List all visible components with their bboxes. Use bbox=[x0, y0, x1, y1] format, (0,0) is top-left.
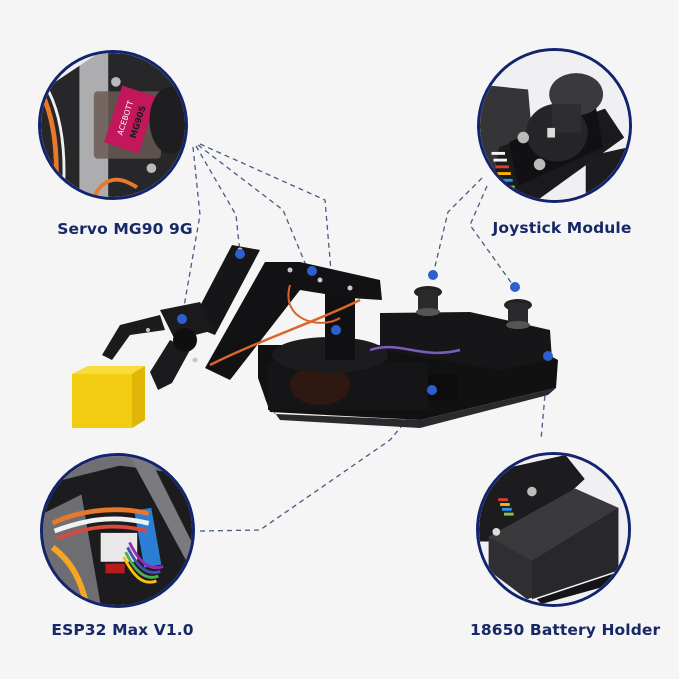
servo-marker-dot bbox=[177, 314, 187, 324]
joystick-callout-image bbox=[477, 48, 632, 203]
servo-marker-dot bbox=[235, 249, 245, 259]
joystick-marker-dot bbox=[428, 270, 438, 280]
esp32-marker-dot bbox=[427, 385, 437, 395]
joystick-marker-dot bbox=[510, 282, 520, 292]
esp32-label: ESP32 Max V1.0 bbox=[51, 621, 194, 639]
yellow-cube bbox=[72, 366, 145, 428]
battery-label: 18650 Battery Holder bbox=[470, 621, 661, 639]
battery-callout-image bbox=[476, 452, 631, 607]
servo-marker-dot bbox=[331, 325, 341, 335]
servo-marker-dot bbox=[307, 266, 317, 276]
joystick-label: Joystick Module bbox=[492, 219, 632, 237]
esp32-callout-image bbox=[40, 453, 195, 608]
servo-label: Servo MG90 9G bbox=[57, 220, 193, 238]
servo-callout-image: ACEBOTT MG90S bbox=[38, 50, 188, 200]
battery-marker-dot bbox=[543, 351, 553, 361]
